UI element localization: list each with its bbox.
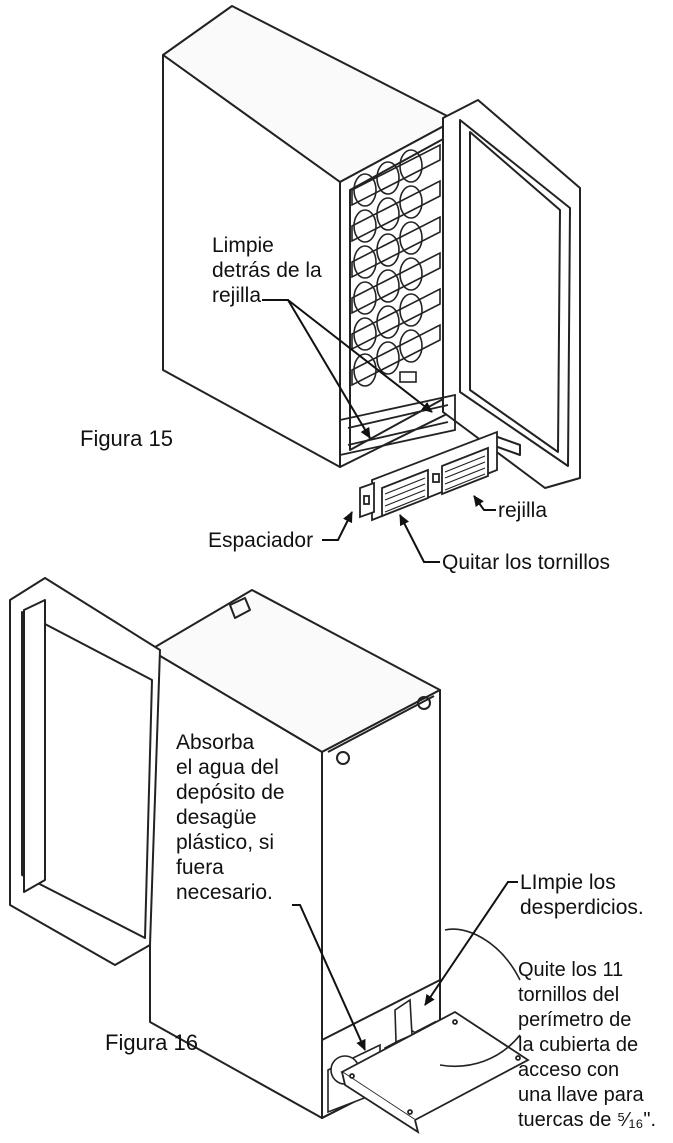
figure-15-leaders xyxy=(262,299,496,563)
label-clean-debris: LImpie los desperdicios. xyxy=(520,871,644,919)
access-cover xyxy=(340,1010,530,1134)
cover-arc-lower xyxy=(439,1034,521,1067)
label-grille: rejilla xyxy=(498,499,548,522)
label-spacer: Espaciador xyxy=(208,529,314,552)
label-clean-behind-grille: Limpie detrás de la rejilla xyxy=(212,234,322,307)
spacer xyxy=(359,481,375,519)
cover-arc xyxy=(444,928,521,981)
figure-15-title: Figura 15 xyxy=(80,426,173,451)
figure-15-cabinet xyxy=(162,5,456,468)
figure-16-leaders xyxy=(292,881,518,1051)
figure-16-door xyxy=(9,577,251,966)
wine-racks xyxy=(351,143,441,387)
label-remove-screws: Quitar los tornillos xyxy=(442,551,611,574)
figure-16-cabinet xyxy=(149,589,441,1119)
figure-15-door xyxy=(442,99,581,489)
grille xyxy=(371,430,498,522)
figure-16-title: Figura 16 xyxy=(105,1030,198,1055)
label-absorb-water: Absorba el agua del depósito de desagüe … xyxy=(176,731,285,904)
label-remove-11-screws: Quite los 11 tornillos del perímetro de … xyxy=(518,959,657,1131)
